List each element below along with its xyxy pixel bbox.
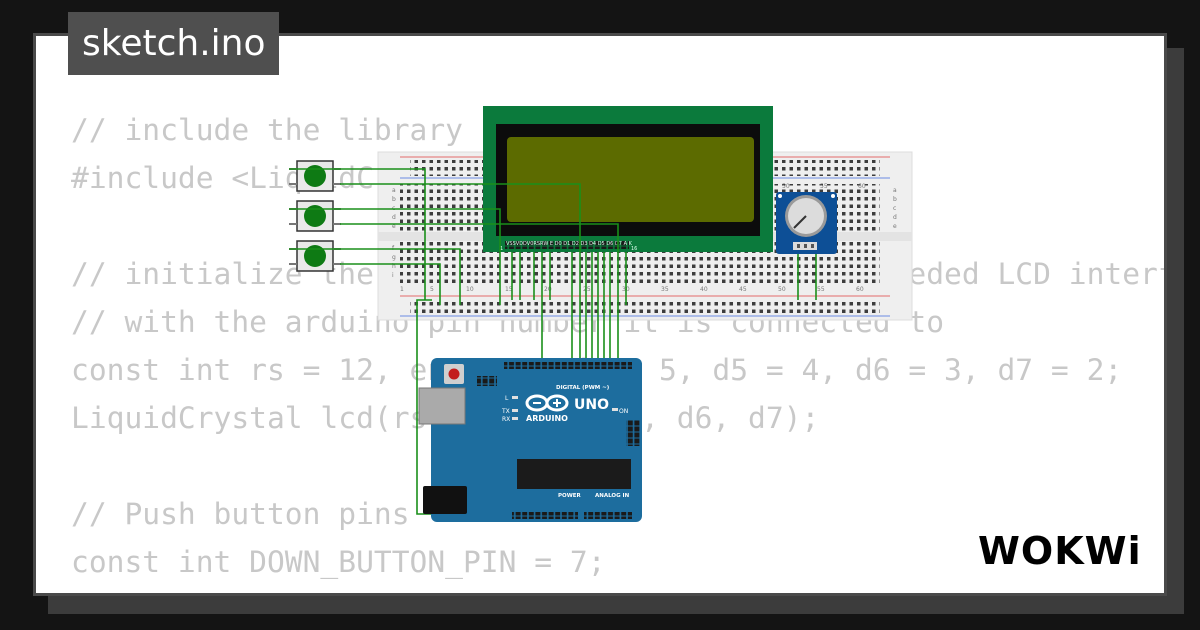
breadboard-number: 10 [466, 286, 474, 293]
analog-header [584, 512, 632, 519]
breadboard-number: 20 [544, 286, 552, 293]
code-line: const int rs = 12, en = 11, d4 = 5, d5 =… [71, 353, 1123, 387]
breadboard-row-letter: e [893, 223, 897, 230]
potentiometer[interactable] [776, 192, 837, 254]
digital-header [504, 362, 632, 369]
code-line: // Push button pins [71, 497, 410, 531]
breadboard-number: 1 [400, 286, 404, 293]
breadboard-number: 55 [820, 183, 828, 190]
usb-port [418, 387, 466, 425]
analog-label: ANALOG IN [595, 493, 630, 499]
lcd-pin-16: 16 [631, 246, 637, 252]
rx-led-label: RX [502, 416, 510, 423]
breadboard-row-letter: b [893, 196, 897, 203]
arduino-infinity-icon [525, 394, 569, 412]
breadboard-number: 60 [858, 183, 866, 190]
lcd-display[interactable]: VSSVDDV0RSRW E D0 D1 D2 D3 D4 D5 D6 D7 A… [483, 106, 773, 252]
lcd-pin-1: 1 [500, 246, 503, 252]
breadboard-number: 15 [505, 286, 513, 293]
wires [289, 168, 817, 515]
arduino-model: UNO [574, 397, 609, 413]
push-button-2[interactable] [289, 200, 341, 232]
breadboard-number: 55 [817, 286, 825, 293]
breadboard-row-letter: a [392, 187, 396, 194]
push-button-1[interactable] [289, 160, 341, 192]
breadboard-number: 35 [661, 286, 669, 293]
sketch-title: sketch.ino [68, 12, 280, 75]
lcd-screen [507, 137, 754, 222]
breadboard-number: 5 [430, 286, 434, 293]
tx-led-label: TX [501, 408, 510, 415]
breadboard-number: 50 [782, 183, 790, 190]
wokwi-logo: WOKWi [978, 529, 1142, 573]
breadboard-number: 45 [739, 286, 747, 293]
breadboard-row-letter: d [893, 214, 897, 221]
push-button-3[interactable] [289, 240, 341, 272]
lcd-pin-labels: VSSVDDV0RSRW E D0 D1 D2 D3 D4 D5 D6 D7 A… [506, 241, 633, 247]
power-label: POWER [558, 493, 582, 499]
arduino-brand: ARDUINO [526, 414, 568, 423]
breadboard-row-letter: a [893, 187, 897, 194]
l-led-label: L [505, 395, 509, 402]
breadboard-number: 60 [856, 286, 864, 293]
breadboard-row-letter: b [392, 196, 396, 203]
breadboard-number: 50 [778, 286, 786, 293]
arduino-uno-board[interactable]: UNO ARDUINO DIGITAL (PWM ~) POWER ANALOG… [418, 358, 642, 522]
digital-label: DIGITAL (PWM ~) [556, 385, 610, 391]
breadboard-row-letter: d [392, 214, 396, 221]
breadboard-row-letter: g [392, 254, 396, 261]
on-led-label: ON [619, 408, 628, 415]
potentiometer-knob-indicator [793, 215, 807, 229]
wokwi-logo-text: WOKWi [978, 529, 1142, 573]
power-jack [423, 486, 467, 514]
breadboard-number: 40 [700, 286, 708, 293]
breadboard-number: 25 [583, 286, 591, 293]
code-line: const int DOWN_BUTTON_PIN = 7; [71, 545, 606, 579]
breadboard-row-letter: h [392, 263, 396, 270]
microcontroller-chip [517, 459, 631, 489]
breadboard-row-letter: c [893, 205, 896, 212]
power-header [512, 512, 578, 519]
breadboard-row-letter: e [392, 223, 396, 230]
breadboard-row-letter: i [392, 272, 394, 279]
